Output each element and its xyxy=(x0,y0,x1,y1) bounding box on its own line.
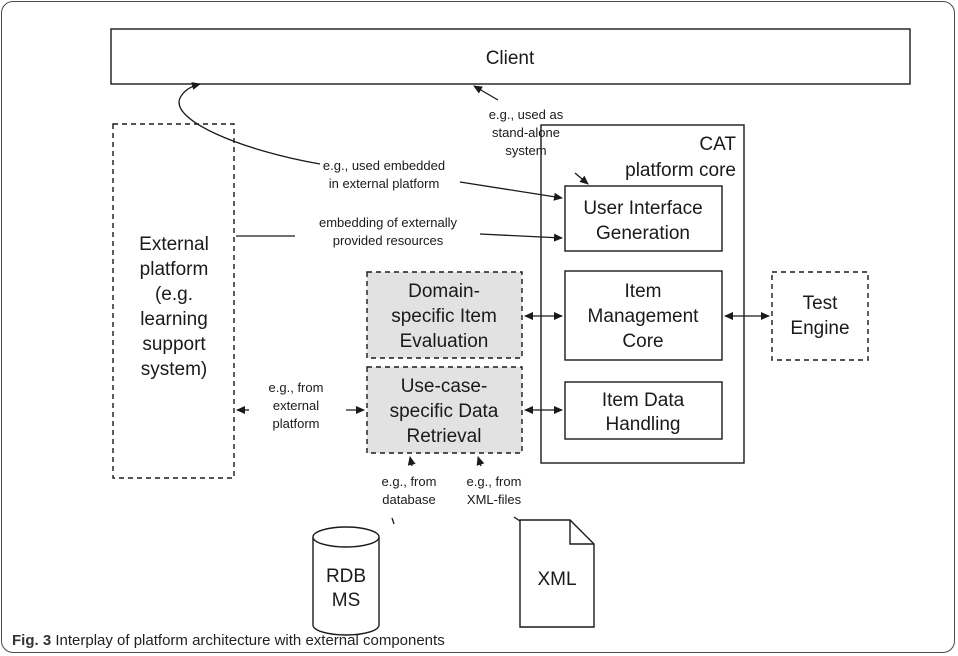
ui-generation-line1: User Interface xyxy=(583,198,702,219)
data-retrieval-line1: Use-case- xyxy=(401,376,488,397)
edge-retrieval-to-db xyxy=(407,456,416,467)
data-retrieval-line3: Retrieval xyxy=(407,426,482,447)
edge-db-tick xyxy=(391,517,395,525)
ui-generation-line2: Generation xyxy=(596,223,690,244)
edge-retrieval-to-xml xyxy=(476,456,485,467)
standalone-label-line2: stand-alone xyxy=(492,125,560,140)
external-line4: learning xyxy=(140,309,208,330)
embedded-label-line1: e.g., used embedded xyxy=(323,158,445,173)
client-box xyxy=(110,28,911,85)
from-external-line1: e.g., from xyxy=(269,380,324,395)
edge-external-to-client xyxy=(178,82,321,165)
external-line1: External xyxy=(139,234,209,255)
caption-prefix: Fig. 3 xyxy=(12,632,52,649)
from-external-line3: platform xyxy=(273,416,320,431)
external-line2: platform xyxy=(140,259,209,280)
item-data-box xyxy=(564,381,723,440)
architecture-diagram: Client CAT platform core User Interface … xyxy=(110,28,911,636)
xml-label: XML xyxy=(537,569,576,590)
external-line3: (e.g. xyxy=(155,284,193,305)
from-xml-line2: XML-files xyxy=(467,492,522,507)
edge-resources-to-ui xyxy=(479,233,563,242)
edge-xml-tick xyxy=(513,516,521,522)
item-data-line2: Handling xyxy=(606,414,681,435)
from-db-line2: database xyxy=(382,492,436,507)
data-retrieval-line2: specific Data xyxy=(390,401,499,422)
edge-embedded-to-ui xyxy=(459,181,563,201)
item-management-line1: Item xyxy=(625,281,662,302)
test-engine-box xyxy=(771,271,869,361)
domain-evaluation-line2: specific Item xyxy=(391,306,497,327)
embedded-label-line2: in external platform xyxy=(329,176,440,191)
test-engine-line2: Engine xyxy=(790,318,849,339)
edge-standalone-to-ui xyxy=(574,172,589,185)
data-retrieval-box xyxy=(366,366,523,454)
from-external-line2: external xyxy=(273,398,319,413)
xml-document-icon xyxy=(519,519,595,628)
domain-evaluation-line1: Domain- xyxy=(408,281,480,302)
item-management-line3: Core xyxy=(622,331,663,352)
from-db-line1: e.g., from xyxy=(382,474,437,489)
from-xml-line1: e.g., from xyxy=(467,474,522,489)
ui-generation-box xyxy=(564,185,723,252)
edge-client-standalone xyxy=(473,85,499,101)
client-label: Client xyxy=(486,48,535,69)
standalone-label-line1: e.g., used as xyxy=(489,107,564,122)
domain-evaluation-line3: Evaluation xyxy=(400,331,489,352)
caption-text: Interplay of platform architecture with … xyxy=(51,632,445,649)
external-line6: system) xyxy=(141,359,208,380)
item-management-box xyxy=(564,270,723,361)
item-data-line1: Item Data xyxy=(602,390,685,411)
test-engine-line1: Test xyxy=(803,293,839,314)
rdbms-cylinder xyxy=(312,526,380,636)
platform-core-box xyxy=(540,124,745,464)
figure-caption: Fig. 3 Interplay of platform architectur… xyxy=(12,632,445,649)
resources-label-line2: provided resources xyxy=(333,233,444,248)
platform-core-label-line2: platform core xyxy=(625,160,736,181)
rdbms-line2: MS xyxy=(332,590,361,611)
platform-core-label-line1: CAT xyxy=(699,134,736,155)
external-platform-box xyxy=(112,123,235,479)
resources-label-line1: embedding of externally xyxy=(319,215,458,230)
domain-evaluation-box xyxy=(366,271,523,359)
standalone-label-line3: system xyxy=(505,143,546,158)
external-line5: support xyxy=(142,334,206,355)
rdbms-line1: RDB xyxy=(326,566,366,587)
item-management-line2: Management xyxy=(588,306,700,327)
